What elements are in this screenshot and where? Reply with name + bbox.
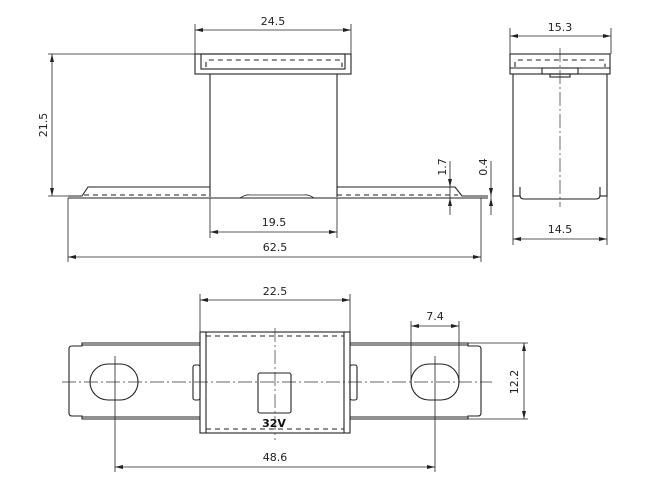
- dim-height: 21.5: [37, 113, 50, 138]
- voltage-marking: 32V: [262, 417, 286, 430]
- dim-body-bottom-width: 19.5: [262, 216, 287, 229]
- side-terminal: [519, 187, 601, 200]
- front-cap-hidden: [205, 59, 343, 67]
- front-cap-inner: [200, 53, 346, 70]
- front-right-terminal: [337, 186, 488, 197]
- dim-side-bottom-width: 14.5: [548, 223, 573, 236]
- dim-body-width: 22.5: [263, 285, 288, 298]
- front-view: 24.5 21.5 19.5 62.5 1.7 0.4: [37, 15, 493, 262]
- dim-hole-spacing: 48.6: [263, 451, 288, 464]
- dim-overall-length: 62.5: [263, 241, 288, 254]
- top-left-terminal: [68, 342, 200, 420]
- front-left-terminal: [68, 186, 210, 197]
- front-cap-outline: [194, 53, 352, 75]
- side-view: 15.3 14.5: [509, 21, 612, 245]
- dim-top-width: 24.5: [261, 15, 286, 28]
- fuse-window: [257, 372, 292, 414]
- dim-hole-width: 7.4: [426, 310, 444, 323]
- dim-terminal-width: 12.2: [508, 370, 521, 395]
- top-right-terminal: [350, 342, 482, 420]
- dim-terminal-height: 1.7: [436, 158, 449, 176]
- top-view: 32V 22.5 7.4 12.2 48.6: [62, 285, 528, 472]
- dim-side-top-width: 15.3: [548, 21, 573, 34]
- dim-terminal-thickness: 0.4: [477, 158, 490, 176]
